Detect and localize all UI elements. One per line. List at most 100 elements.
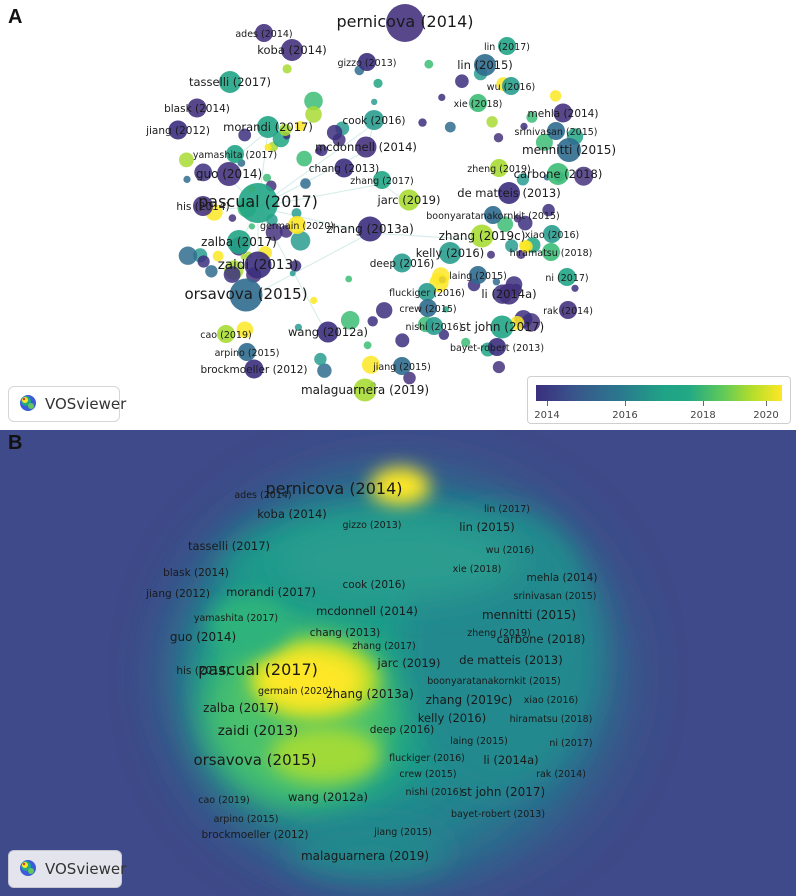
publication-node[interactable] (574, 166, 594, 186)
publication-node[interactable] (547, 122, 565, 140)
publication-node[interactable] (438, 329, 450, 340)
publication-node[interactable] (526, 111, 538, 123)
publication-node[interactable] (513, 214, 522, 223)
publication-node[interactable] (474, 54, 496, 76)
publication-node[interactable] (289, 260, 302, 272)
publication-node[interactable] (439, 242, 461, 264)
publication-node[interactable] (345, 275, 353, 283)
publication-node[interactable] (557, 138, 581, 162)
publication-node[interactable] (212, 250, 224, 262)
publication-node[interactable] (238, 183, 278, 223)
publication-node[interactable] (317, 363, 332, 378)
publication-node[interactable] (469, 94, 487, 112)
publication-node[interactable] (340, 311, 360, 330)
publication-node[interactable] (229, 278, 263, 312)
publication-node[interactable] (357, 216, 383, 242)
publication-node[interactable] (282, 64, 292, 74)
publication-node[interactable] (194, 163, 213, 182)
publication-node[interactable] (295, 121, 306, 132)
publication-node[interactable] (205, 265, 218, 278)
publication-node[interactable] (455, 74, 469, 88)
publication-node[interactable] (262, 173, 272, 182)
publication-node[interactable] (493, 133, 504, 143)
publication-node[interactable] (492, 361, 505, 374)
publication-node[interactable] (289, 270, 296, 277)
publication-node[interactable] (265, 223, 283, 241)
publication-node[interactable] (559, 301, 577, 319)
publication-node[interactable] (520, 122, 528, 130)
publication-node[interactable] (558, 268, 576, 286)
publication-node[interactable] (497, 216, 514, 233)
vosviewer-logo-badge-b[interactable]: VOSviewer (8, 850, 126, 888)
publication-node[interactable] (442, 306, 449, 313)
publication-node[interactable] (549, 90, 562, 102)
publication-node[interactable] (418, 118, 427, 127)
publication-node[interactable] (403, 371, 416, 385)
publication-node[interactable] (444, 121, 456, 133)
publication-node[interactable] (187, 98, 207, 118)
publication-node[interactable] (300, 178, 311, 189)
publication-node[interactable] (326, 124, 343, 141)
publication-node[interactable] (238, 343, 256, 361)
publication-node[interactable] (543, 225, 561, 243)
publication-node[interactable] (498, 37, 516, 55)
publication-node[interactable] (393, 357, 411, 375)
publication-node[interactable] (432, 267, 450, 286)
publication-node[interactable] (248, 223, 255, 230)
publication-node[interactable] (228, 214, 237, 222)
publication-node[interactable] (305, 106, 322, 123)
publication-node[interactable] (395, 333, 410, 348)
publication-node[interactable] (244, 359, 264, 379)
publication-node[interactable] (168, 120, 188, 140)
publication-node[interactable] (178, 246, 198, 265)
publication-node[interactable] (361, 355, 380, 374)
publication-node[interactable] (279, 123, 292, 136)
publication-node[interactable] (197, 255, 210, 268)
publication-node[interactable] (376, 302, 393, 319)
publication-node[interactable] (419, 299, 437, 317)
publication-node[interactable] (470, 224, 494, 248)
publication-node[interactable] (418, 283, 436, 301)
publication-node[interactable] (219, 71, 241, 93)
publication-node[interactable] (317, 321, 339, 343)
publication-node[interactable] (571, 284, 579, 292)
publication-node[interactable] (510, 316, 525, 331)
publication-node[interactable] (353, 378, 377, 402)
publication-node[interactable] (226, 145, 244, 163)
publication-node[interactable] (358, 53, 376, 71)
publication-node[interactable] (398, 189, 420, 211)
publication-node[interactable] (334, 158, 354, 178)
publication-node[interactable] (296, 150, 313, 167)
publication-node[interactable] (516, 249, 526, 259)
publication-node[interactable] (217, 325, 235, 343)
publication-node[interactable] (373, 78, 383, 88)
publication-node[interactable] (498, 182, 520, 204)
publication-node[interactable] (371, 98, 378, 106)
publication-node[interactable] (290, 231, 311, 251)
publication-node[interactable] (386, 4, 424, 42)
publication-node[interactable] (255, 24, 273, 42)
publication-node[interactable] (542, 243, 560, 261)
publication-node[interactable] (240, 253, 247, 260)
publication-node[interactable] (315, 147, 323, 155)
publication-node[interactable] (281, 39, 303, 61)
publication-node[interactable] (424, 59, 434, 69)
publication-node[interactable] (238, 128, 252, 142)
publication-node[interactable] (492, 278, 501, 286)
publication-node[interactable] (257, 116, 279, 138)
publication-node[interactable] (392, 253, 412, 273)
publication-node[interactable] (367, 316, 378, 327)
publication-node[interactable] (487, 250, 495, 259)
publication-node[interactable] (291, 208, 302, 219)
publication-node[interactable] (363, 341, 372, 350)
publication-node[interactable] (264, 143, 272, 151)
publication-node[interactable] (488, 338, 506, 356)
vosviewer-logo-badge[interactable]: VOSviewer (8, 386, 126, 422)
publication-node[interactable] (547, 163, 569, 185)
publication-node[interactable] (505, 239, 519, 253)
publication-node[interactable] (502, 77, 520, 95)
publication-node[interactable] (425, 317, 443, 335)
publication-node[interactable] (223, 266, 241, 283)
publication-node[interactable] (294, 323, 302, 331)
publication-node[interactable] (183, 175, 191, 183)
